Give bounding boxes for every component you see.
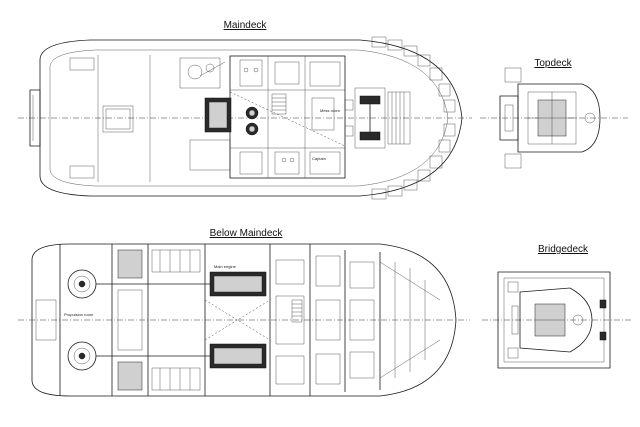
maindeck-title: Maindeck — [224, 20, 268, 31]
main-engines: Main engine — [204, 264, 271, 369]
maindeck-view: Maindeck — [18, 20, 472, 200]
main-engine-label: Main engine — [214, 264, 237, 269]
bridgedeck-title: Bridgedeck — [538, 244, 589, 255]
bulkheads — [59, 244, 381, 396]
topdeck-outline — [517, 83, 601, 153]
bridgedeck-view: Bridgedeck — [482, 244, 632, 369]
topdeck-title: Topdeck — [534, 58, 572, 69]
wheelhouse — [519, 287, 593, 353]
mess-room-label: Mess room — [320, 108, 340, 113]
anchor-winch — [344, 87, 411, 149]
forepeak-framing — [379, 261, 441, 379]
topdeck-view: Topdeck — [480, 58, 628, 169]
propulsion-room-label: Propulsion room — [64, 312, 94, 317]
aft-hatch — [102, 105, 134, 133]
towing-hook-icon — [187, 64, 203, 80]
below-maindeck-title: Below Maindeck — [210, 228, 284, 239]
captain-label: Captain — [312, 156, 326, 161]
stairs — [271, 93, 287, 115]
bridgedeck-outline — [497, 271, 611, 369]
maindeck-fenders — [371, 36, 456, 200]
mess-table — [311, 97, 335, 131]
topdeck-mast-icon — [584, 112, 596, 124]
deckhouse: Mess room Captain — [204, 55, 346, 179]
steering-icon — [572, 314, 584, 326]
below-stairs — [291, 299, 303, 323]
below-maindeck-view: Below Maindeck Propulsion room — [18, 228, 470, 397]
